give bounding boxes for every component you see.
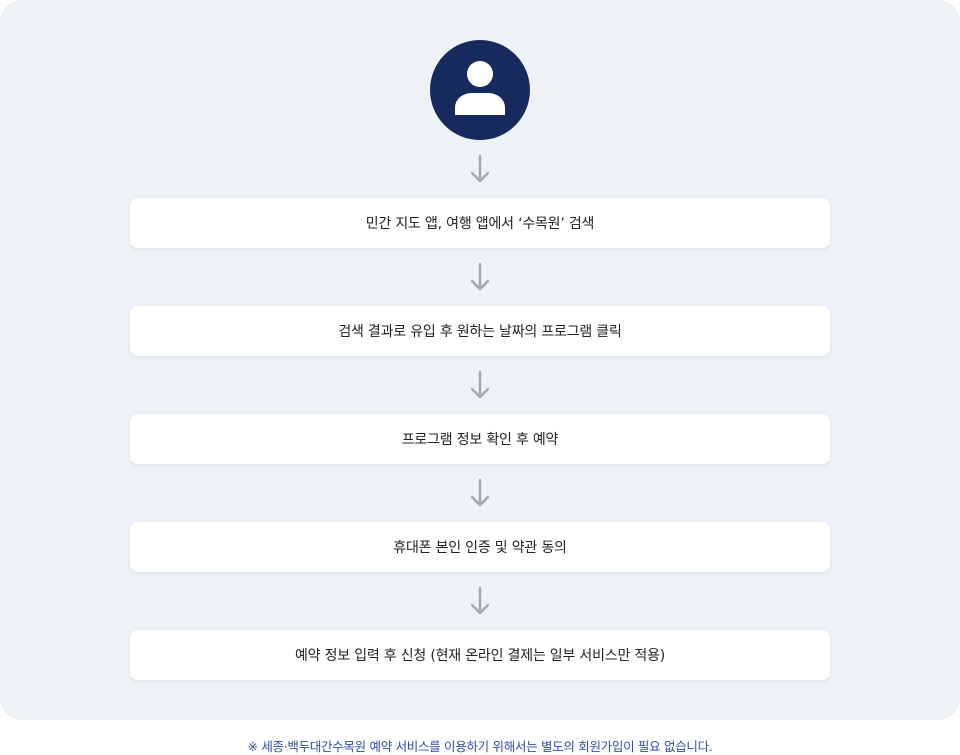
flow-panel: 민간 지도 앱, 여행 앱에서 ‘수목원’ 검색 검색 결과로 유입 후 원하는… (0, 0, 960, 720)
step-5-label: 예약 정보 입력 후 신청 (현재 온라인 결제는 일부 서비스만 적용) (294, 648, 666, 664)
step-4-label: 휴대폰 본인 인증 및 약관 동의 (393, 540, 567, 556)
user-avatar (430, 40, 530, 140)
arrow-down-icon (470, 478, 490, 507)
arrow-down-icon (470, 586, 490, 615)
user-icon (455, 61, 505, 115)
step-1-label: 민간 지도 앱, 여행 앱에서 ‘수목원’ 검색 (365, 216, 595, 232)
step-2-label: 검색 결과로 유입 후 원하는 날짜의 프로그램 클릭 (338, 324, 622, 340)
arrow-down-icon (470, 370, 490, 399)
step-5: 예약 정보 입력 후 신청 (현재 온라인 결제는 일부 서비스만 적용) (130, 630, 830, 680)
step-4: 휴대폰 본인 인증 및 약관 동의 (130, 522, 830, 572)
arrow-down-icon (470, 154, 490, 183)
footnote: ※ 세종·백두대간수목원 예약 서비스를 이용하기 위해서는 별도의 회원가입이… (247, 739, 713, 754)
step-3-label: 프로그램 정보 확인 후 예약 (401, 432, 559, 448)
step-1: 민간 지도 앱, 여행 앱에서 ‘수목원’ 검색 (130, 198, 830, 248)
step-3: 프로그램 정보 확인 후 예약 (130, 414, 830, 464)
step-2: 검색 결과로 유입 후 원하는 날짜의 프로그램 클릭 (130, 306, 830, 356)
arrow-down-icon (470, 262, 490, 291)
